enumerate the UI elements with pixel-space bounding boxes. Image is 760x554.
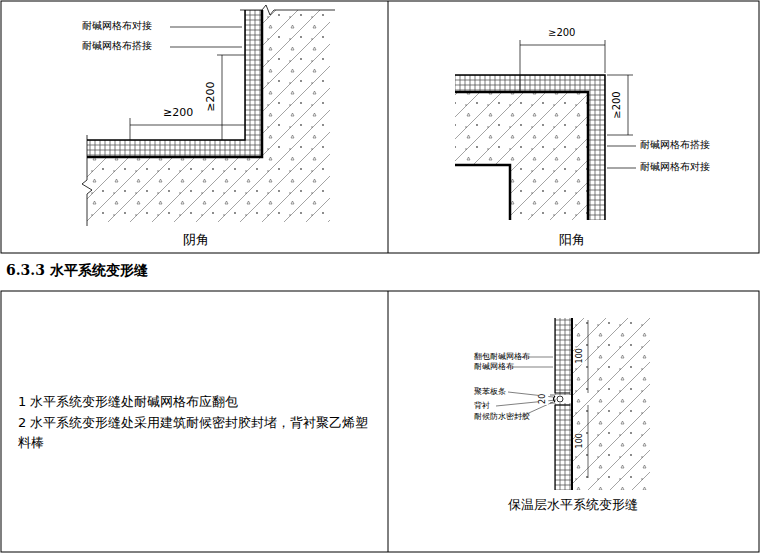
dimension-text: 100 (575, 347, 585, 364)
dimension-text: ≥200 (203, 81, 216, 113)
leader-line (170, 47, 242, 48)
callout-label: 耐碱网格布搭接 (82, 40, 152, 52)
wall-face (455, 92, 588, 220)
dimension-line (520, 40, 521, 92)
insulation-board (555, 403, 572, 490)
mesh-line (455, 75, 605, 220)
dimension-line (217, 55, 245, 56)
backer-rod (557, 396, 563, 402)
callout-label: 耐碱网格布对接 (82, 20, 152, 32)
dimension-line (588, 405, 589, 478)
callout-label: 背衬 (474, 401, 490, 411)
leader-line (170, 27, 242, 28)
dimension-text: ≥200 (548, 27, 575, 39)
dimension-line (130, 125, 245, 126)
dimension-line (588, 320, 589, 393)
dimension-text: ≥200 (611, 90, 623, 119)
mesh-line (555, 405, 570, 490)
dimension-line (607, 75, 633, 76)
wall-face (455, 165, 510, 220)
leader-line (508, 367, 553, 368)
leader-line (607, 168, 636, 169)
dimension-text: 20 (538, 393, 548, 405)
dimension-line (607, 135, 633, 136)
sealant (554, 396, 556, 402)
callout-label: 耐碱网格布 (474, 362, 514, 372)
dimension-line (520, 45, 605, 46)
concrete-wall (455, 92, 588, 220)
figure-caption: 保温层水平系统变形缝 (508, 497, 638, 513)
outer-corner-figure (455, 40, 636, 220)
figure-caption: 阴角 (183, 232, 209, 248)
wall-face (571, 318, 573, 490)
dimension-line (605, 40, 606, 73)
callout-label: 耐碱网格布搭接 (640, 139, 710, 151)
section-heading: 6.3.3 水平系统变形缝 (6, 262, 148, 279)
mesh-line (555, 318, 570, 393)
dimension-line (550, 395, 555, 396)
break-line (82, 135, 92, 226)
callout-label: 聚苯板条 (474, 387, 506, 397)
cell-divider (388, 291, 389, 552)
inner-corner-figure (82, 5, 335, 226)
table-frame (1, 291, 759, 552)
dimension-line (222, 55, 223, 140)
callout-label: 耐候防水密封胶 (474, 412, 530, 422)
break-line (240, 5, 335, 15)
movement-joint-figure (496, 318, 650, 490)
table-frame (1, 1, 759, 253)
dimension-text: ≥200 (163, 106, 193, 119)
insulation-board (245, 10, 262, 157)
insulation-board (555, 318, 572, 395)
note-text: 1 水平系统变形缝处耐碱网格布应翻包 (18, 392, 380, 412)
leader-line (607, 146, 636, 147)
wall-face (87, 10, 262, 157)
insulation-board (455, 75, 605, 92)
figure-caption: 阳角 (559, 232, 585, 248)
dimension-text: 100 (575, 432, 585, 449)
note-text: 2 水平系统变形缝处采用建筑耐候密封胶封堵，背衬聚乙烯塑料棒 (18, 413, 380, 453)
dimension-line (130, 118, 131, 140)
insulation-board (588, 75, 605, 220)
concrete-wall (572, 318, 650, 490)
callout-label: 翻包耐碱网格布 (474, 352, 530, 362)
insulation-board (87, 140, 262, 157)
cell-divider (388, 1, 389, 253)
dimension-line (628, 75, 629, 135)
callout-label: 耐碱网格布对接 (640, 161, 710, 173)
